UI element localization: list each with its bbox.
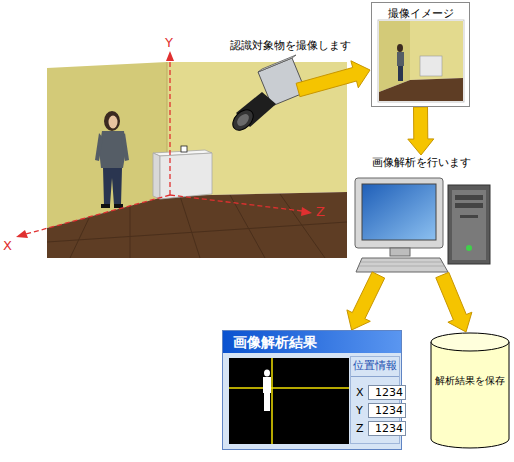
image-frame: 撮像イメージ — [371, 2, 470, 107]
coordinate-label: X — [356, 385, 364, 400]
computer — [355, 178, 490, 272]
cylinder-top — [431, 333, 509, 351]
node-text: 画像解析結果 — [223, 331, 401, 353]
capture-arrow — [296, 61, 370, 97]
cylinder-body — [431, 342, 509, 448]
value-box: 1234 — [368, 385, 406, 400]
node-text: 1234 — [369, 386, 405, 399]
storage-cylinder: 解析結果を保存 — [430, 332, 510, 450]
axis-heads — [16, 51, 312, 238]
axes — [26, 60, 302, 234]
block-arrow — [347, 272, 385, 330]
axis-label: Z — [316, 204, 325, 219]
node-text: 位置情報 — [351, 357, 399, 377]
step-note: 認識対象物を撮像します — [230, 38, 351, 53]
node-text: 解析結果を保存 — [430, 332, 510, 388]
axis-label: Y — [165, 35, 173, 50]
block-arrow — [436, 272, 472, 332]
block-arrow — [408, 107, 434, 155]
node-text: 画像解析を行います — [350, 155, 492, 170]
value-box: 1234 — [368, 421, 406, 436]
coordinate-label: Z — [356, 421, 364, 436]
result-window: 画像解析結果位置情報 1234 1234 1234 — [222, 330, 402, 450]
node-text: 1234 — [369, 422, 405, 435]
camera — [229, 55, 306, 134]
node-text: 1234 — [369, 404, 405, 417]
cylinder-outline — [430, 332, 510, 450]
computer-node: 画像解析を行います — [350, 155, 492, 275]
captured-image — [371, 2, 470, 107]
node-text: 撮像イメージ — [372, 3, 469, 21]
value-box: 1234 — [368, 403, 406, 418]
coordinate-label: Y — [356, 403, 363, 418]
axis-label: X — [3, 238, 12, 253]
